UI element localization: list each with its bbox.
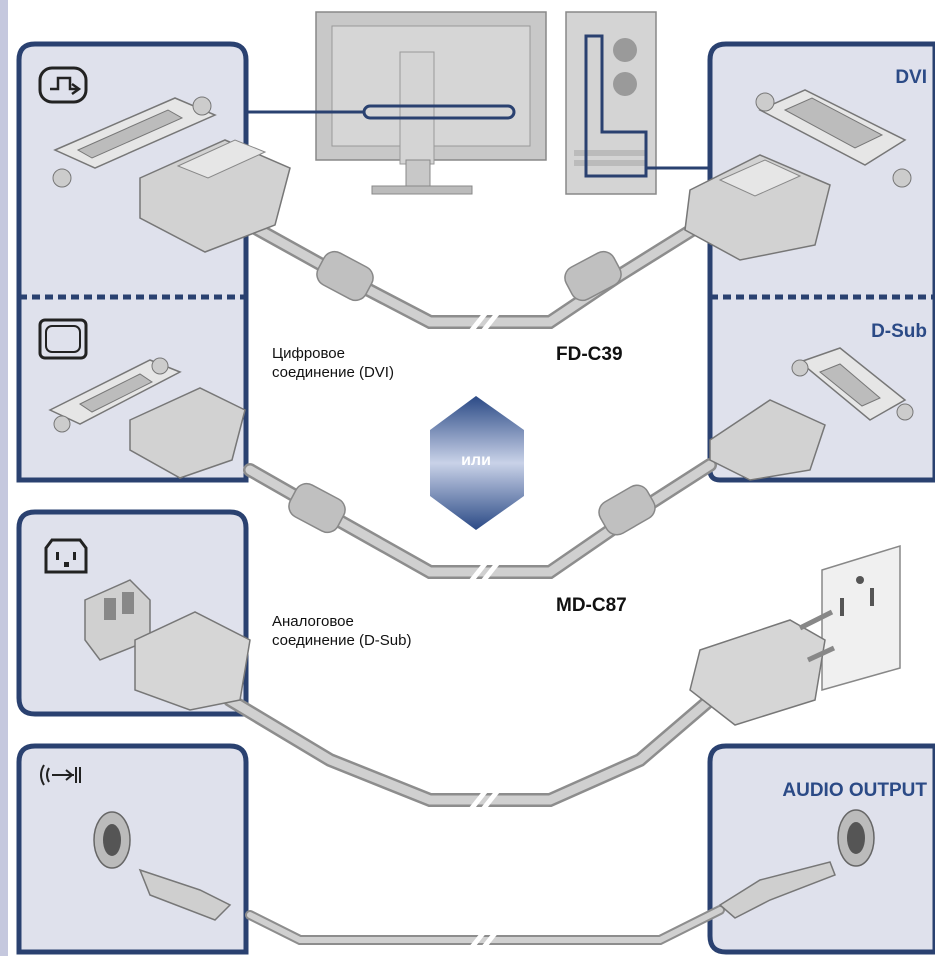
digital-caption-line2: соединение (DVI) [272,364,394,381]
dsub-plug-right [709,399,826,481]
monitor-illustration [246,11,547,195]
audio-plug-left [138,868,232,921]
dvi-cable-model: FD-C39 [556,344,623,365]
audio-plug-right [718,861,836,919]
monitor-dvi-port [52,96,217,188]
power-plug-left [134,611,251,711]
or-label: или [461,452,491,469]
digital-caption-line1: Цифровое [272,345,345,362]
dvi-plug-left [139,139,291,253]
display-port-input-icon [38,66,88,104]
power-cable [223,693,717,816]
wall-outlet [821,544,901,691]
dsub-port-label: D-Sub [871,321,927,342]
left-audio-panel [16,743,249,955]
monitor-icon [38,318,88,360]
analog-connection-caption: Аналоговое соединение (D-Sub) [272,612,411,650]
audio-cable [245,905,725,955]
pc-dsub-port [791,347,914,421]
audio-jack-left [93,811,131,869]
left-edge-strip [0,0,8,956]
analog-caption-line2: соединение (D-Sub) [272,632,412,649]
audio-in-icon [40,764,81,786]
analog-caption-line1: Аналоговое [272,613,354,630]
dvi-plug-right [684,154,831,261]
monitor-dsub-port [48,357,182,433]
dvi-port-label: DVI [895,67,927,88]
or-diamond [430,396,524,530]
right-audio-panel [707,743,935,955]
digital-connection-caption: Цифровое соединение (DVI) [272,344,394,382]
audio-output-label: AUDIO OUTPUT [782,780,927,801]
dsub-cable-model: MD-C87 [556,595,627,616]
dsub-cable [243,458,717,588]
power-plug-right [689,609,836,726]
pc-tower-illustration [565,11,710,195]
dvi-cable [243,218,707,338]
pc-dvi-port [755,89,912,188]
dsub-plug-left [129,387,246,479]
audio-jack-right [837,809,875,867]
power-inlet-icon [44,538,88,574]
